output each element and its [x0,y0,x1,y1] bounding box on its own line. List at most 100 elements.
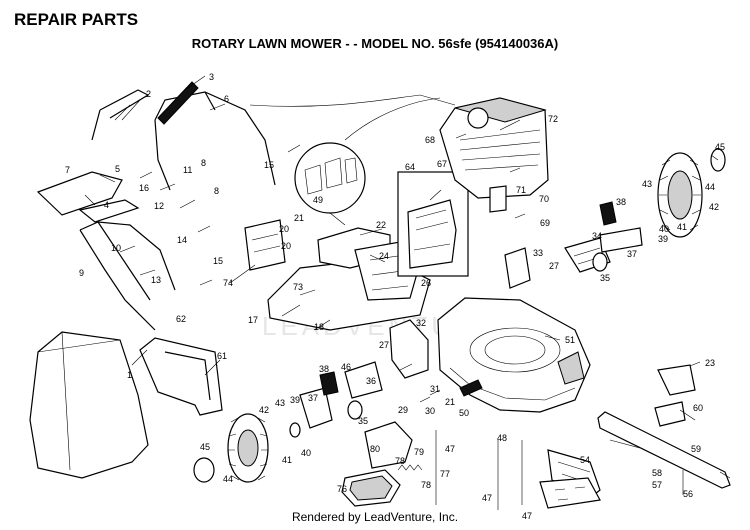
callout-14: 14 [177,235,187,245]
callout-76: 76 [337,484,347,494]
callout-57: 57 [652,480,662,490]
callout-62: 62 [176,314,186,324]
adjuster-knob [599,201,617,226]
callout-15a: 15 [264,160,274,170]
callout-64: 64 [405,162,415,172]
left-lever [299,387,333,429]
hubcap-left [193,457,215,483]
callout-27a: 27 [379,340,389,350]
mower-deck [437,297,591,413]
baffle [407,199,457,269]
blade-adapter [654,401,686,427]
blade-plate-holes [554,486,586,501]
blade [597,411,731,489]
rear-deflector-hatch [251,233,281,253]
control-bar [91,89,150,141]
callout-71: 71 [516,185,526,195]
right-bolts [455,133,526,219]
callout-34: 34 [592,231,602,241]
bolt-column [435,430,523,510]
callout-4: 4 [104,200,109,210]
callout-72: 72 [548,114,558,124]
callout-9: 9 [79,268,84,278]
callout-43b: 43 [275,398,285,408]
callout-1: 1 [127,370,132,380]
spring [397,464,423,471]
right-bearing [592,252,608,272]
handle-console [78,199,140,223]
callout-45b: 45 [200,442,210,452]
left-lever-arm [344,361,383,399]
callout-54: 54 [580,455,590,465]
deck-rim [449,367,576,401]
callout-80: 80 [370,444,380,454]
callout-29: 29 [398,405,408,415]
callout-56: 56 [683,489,693,499]
callout-40a: 40 [659,224,669,234]
wheel-bolt [289,422,301,438]
air-filter [467,107,489,129]
deck-discharge [557,351,585,385]
callout-78b: 78 [421,480,431,490]
callout-73: 73 [293,282,303,292]
callout-51: 51 [565,335,575,345]
callout-69: 69 [540,218,550,228]
callout-37a: 37 [627,249,637,259]
callout-45a: 45 [715,142,725,152]
callout-5: 5 [115,164,120,174]
callout-20b: 20 [281,241,291,251]
callout-41b: 41 [282,455,292,465]
callout-16: 16 [139,183,149,193]
leveling-bracket [657,364,696,396]
front-cover [364,421,413,469]
callout-22: 22 [376,220,386,230]
callout-74: 74 [223,278,233,288]
callout-17: 17 [248,315,258,325]
footer-credit: Rendered by LeadVenture, Inc. [291,510,459,524]
callout-40b: 40 [301,448,311,458]
callout-50: 50 [459,408,469,418]
grass-bag [29,331,149,479]
callout-59: 59 [691,444,701,454]
callout-31: 31 [430,384,440,394]
rear-wheel-right-hub [667,170,693,220]
callout-77: 77 [440,469,450,479]
callout-21a: 21 [294,213,304,223]
callout-78a: 78 [395,456,405,466]
height-adjuster [504,247,531,289]
callout-67: 67 [437,159,447,169]
callout-26: 26 [421,278,431,288]
bearing [347,400,363,420]
left-adjuster-knob [319,371,339,396]
bag-frame [139,337,223,416]
callout-6: 6 [224,94,229,104]
callout-12: 12 [154,201,164,211]
callout-18: 18 [314,322,324,332]
callout-44a: 44 [705,182,715,192]
callout-11: 11 [183,165,192,175]
page-title: REPAIR PARTS [14,10,139,29]
callout-8b: 8 [214,186,219,196]
front-wheel-left-hub [237,429,259,467]
callout-44b: 44 [223,474,233,484]
deck-slot [459,379,483,397]
rear-deflector [244,219,286,271]
callout-7: 7 [65,165,70,175]
callout-79: 79 [414,447,424,457]
callout-39a: 39 [658,234,668,244]
callout-23: 23 [705,358,715,368]
deck-opening [469,327,561,373]
callout-61: 61 [217,351,227,361]
callout-41a: 41 [677,222,687,232]
callout-15b: 15 [213,256,223,266]
handle-grip [157,81,199,125]
callout-32: 32 [416,318,426,328]
callout-36: 36 [366,376,376,386]
callout-58: 58 [652,468,662,478]
callout-47b: 47 [482,493,492,503]
model-title: ROTARY LAWN MOWER - - MODEL NO. 56sfe (9… [191,36,559,51]
callout-42a: 42 [709,202,719,212]
shoulder-bolts [159,144,301,233]
engine-stack [489,185,507,213]
